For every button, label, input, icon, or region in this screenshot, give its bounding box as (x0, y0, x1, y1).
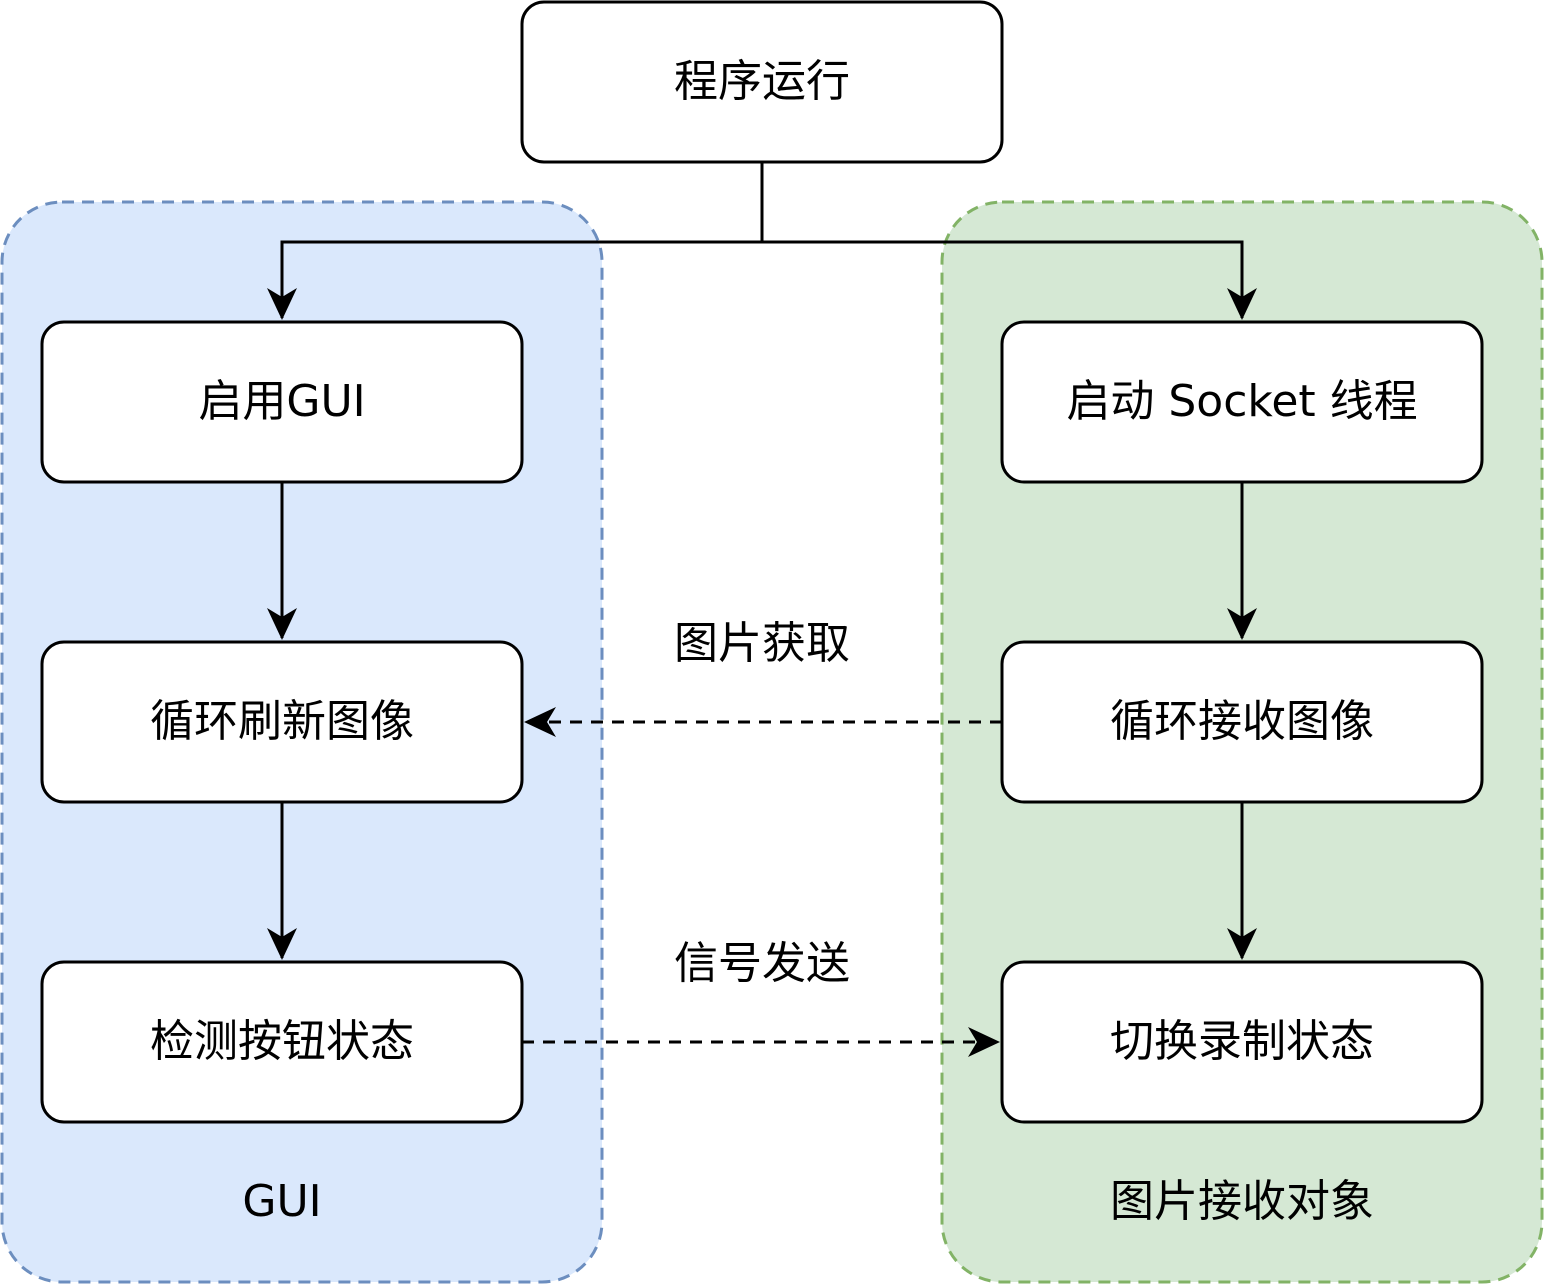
node-detect-button: 检测按钮状态 (40, 960, 524, 1124)
node-refresh-image-label: 循环刷新图像 (150, 696, 414, 747)
edge-start-to-start-socket (762, 240, 1257, 320)
node-start: 程序运行 (520, 0, 1004, 164)
edge-label-signal-send: 信号发送 (674, 938, 850, 989)
node-enable-gui-label: 启用GUI (198, 376, 365, 427)
node-start-socket-label: 启动 Socket 线程 (1066, 376, 1417, 427)
node-toggle-record: 切换录制状态 (1000, 960, 1484, 1124)
edge-label-image-fetch: 图片获取 (674, 618, 850, 669)
receiver-group-label: 图片接收对象 (1110, 1176, 1374, 1227)
node-enable-gui: 启用GUI (40, 320, 524, 484)
node-toggle-record-label: 切换录制状态 (1110, 1016, 1374, 1067)
node-detect-button-label: 检测按钮状态 (150, 1016, 414, 1067)
node-start-label: 程序运行 (674, 56, 850, 107)
node-receive-image: 循环接收图像 (1000, 640, 1484, 804)
gui-group-label: GUI (242, 1176, 321, 1227)
node-start-socket: 启动 Socket 线程 (1000, 320, 1484, 484)
node-refresh-image: 循环刷新图像 (40, 640, 524, 804)
node-receive-image-label: 循环接收图像 (1110, 696, 1374, 747)
edge-start-to-enable-gui (267, 240, 762, 320)
